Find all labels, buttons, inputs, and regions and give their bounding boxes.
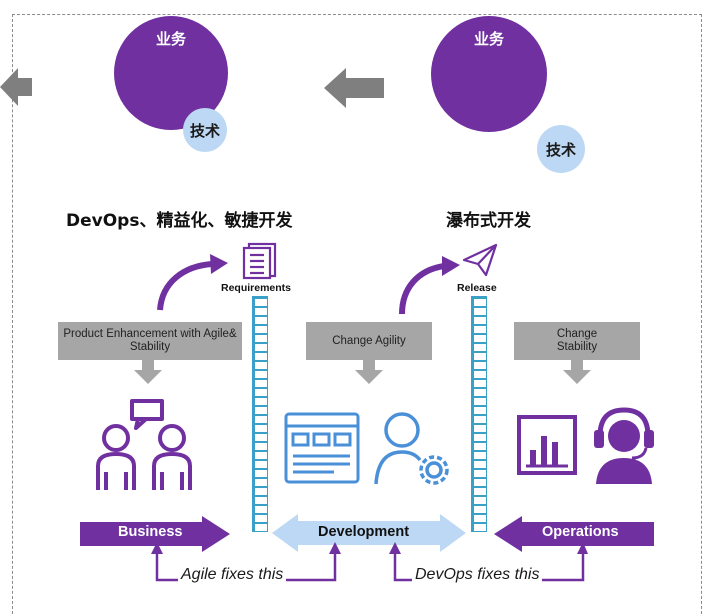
left-gray-arrow xyxy=(0,68,32,106)
bar-chart-monitor-icon xyxy=(517,415,577,475)
heading-waterfall: 瀑布式开发 xyxy=(446,211,531,231)
middle-gray-arrow xyxy=(324,68,384,108)
business-arrow xyxy=(80,516,230,552)
brick-wall-left xyxy=(252,296,268,532)
brick-wall-right xyxy=(471,296,487,532)
box-product-enhancement: Product Enhancement with Agile& Stabilit… xyxy=(58,322,242,360)
operations-label: Operations xyxy=(542,524,619,540)
business-circle-right-label: 业务 xyxy=(473,30,504,48)
devops-fixes-text: DevOps fixes this xyxy=(412,566,543,584)
paper-plane-icon xyxy=(462,243,498,277)
business-circle-right: 业务 xyxy=(431,16,547,132)
development-arrow xyxy=(272,514,466,552)
curved-arrow-release xyxy=(399,256,460,315)
box-change-stability: Change Stability xyxy=(514,322,640,360)
browser-window-icon xyxy=(284,412,360,484)
curved-arrow-requirements xyxy=(157,254,228,311)
down-arrow-product xyxy=(134,360,162,384)
diagram-frame xyxy=(12,14,702,614)
document-list-icon xyxy=(242,242,277,280)
down-arrow-agility xyxy=(355,360,383,384)
development-label: Development xyxy=(318,524,410,540)
tech-circle-right-label: 技术 xyxy=(545,140,576,159)
tech-circle-left: 技术 xyxy=(183,108,227,152)
business-circle-left-label: 业务 xyxy=(155,30,186,48)
business-label: Business xyxy=(118,524,183,540)
user-gear-icon xyxy=(374,412,449,485)
box-change-agility: Change Agility xyxy=(306,322,432,360)
tech-circle-left-label: 技术 xyxy=(189,121,220,140)
tech-circle-right: 技术 xyxy=(537,125,585,173)
requirements-label: Requirements xyxy=(221,282,292,294)
down-arrow-stability xyxy=(563,360,591,384)
heading-devops: DevOps、精益化、敏捷开发 xyxy=(66,211,293,231)
two-people-chat-icon xyxy=(96,399,192,490)
operations-arrow xyxy=(494,516,654,552)
box-change-stability-text: Change Stability xyxy=(556,328,598,353)
headset-support-icon xyxy=(594,407,654,484)
agile-fixes-text: Agile fixes this xyxy=(178,566,287,584)
release-label: Release xyxy=(457,282,497,294)
